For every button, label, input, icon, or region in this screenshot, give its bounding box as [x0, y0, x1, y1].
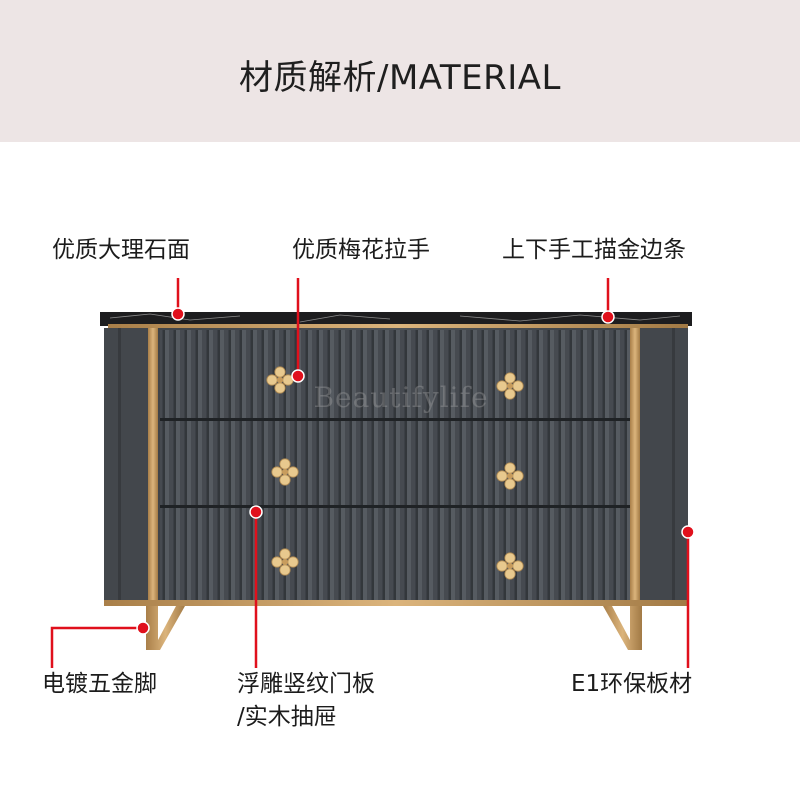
callout-dot-handle	[291, 369, 305, 383]
callout-dot-trim	[601, 310, 615, 324]
metal-leg-right	[603, 606, 642, 650]
marble-top	[100, 312, 692, 326]
metal-leg-left	[146, 606, 185, 650]
callout-dot-panel	[249, 505, 263, 519]
label-plum-handle: 优质梅花拉手	[292, 237, 430, 263]
callout-dot-board	[681, 525, 695, 539]
gold-trim-bottom	[104, 600, 688, 606]
label-legs: 电镀五金脚	[42, 671, 157, 697]
watermark-text: Beautifylife	[313, 381, 489, 414]
gold-trim-top	[108, 324, 688, 328]
label-marble-top: 优质大理石面	[52, 237, 190, 263]
label-gold-trim: 上下手工描金边条	[502, 237, 686, 263]
drawer-gap-1	[160, 418, 630, 421]
label-door-panel-line1: 浮雕竖纹门板	[237, 671, 375, 697]
callout-dot-legs	[136, 621, 150, 635]
drawer-gap-2	[160, 505, 630, 508]
label-door-panel-line2: /实木抽屉	[237, 704, 337, 730]
gold-frame-right	[630, 328, 640, 648]
ribbed-door-panel	[160, 330, 630, 602]
gold-frame-left	[148, 328, 158, 648]
header-banner: 材质解析/MATERIAL	[0, 0, 800, 142]
page-title: 材质解析/MATERIAL	[238, 58, 561, 98]
callout-dot-marble	[171, 307, 185, 321]
label-board: E1环保板材	[571, 671, 693, 697]
